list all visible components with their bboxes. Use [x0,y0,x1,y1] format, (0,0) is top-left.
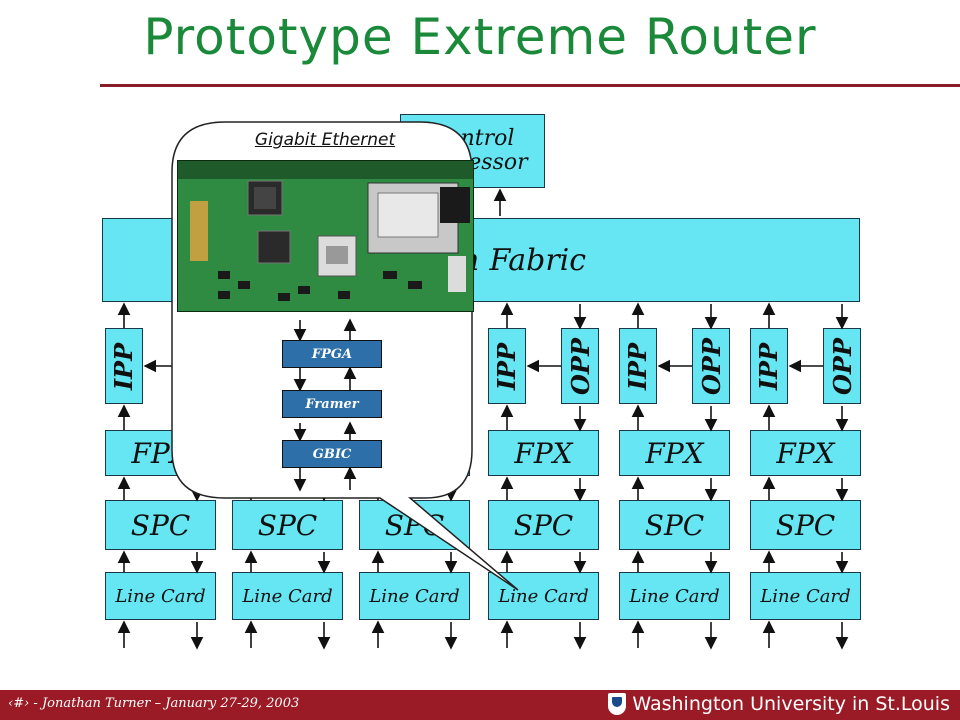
university-logo: Washington University in St.Louis [608,693,950,715]
spc-box-2: SPC [232,500,343,550]
fpga-chip: FPGA [282,340,382,368]
opp-box-6: OPP [823,328,861,404]
footer-bar: ‹#› - Jonathan Turner – January 27-29, 2… [0,690,960,720]
fpx-box-6: FPX [750,430,861,476]
ipp-box-4: IPP [488,328,526,404]
line-card-box-3-label: Line Card [369,585,460,607]
line-card-box-5-label: Line Card [629,585,720,607]
footer-text: ‹#› - Jonathan Turner – January 27-29, 2… [8,696,300,711]
ipp-box-1: IPP [105,328,143,404]
page-title: Prototype Extreme Router [143,8,817,66]
line-card-box-2: Line Card [232,572,343,620]
fpx-box-4-label: FPX [514,436,573,470]
spc-box-4-label: SPC [513,508,574,542]
spc-box-6-label: SPC [775,508,836,542]
gigabit-ethernet-board-photo [177,160,474,312]
fpx-box-5-label: FPX [645,436,704,470]
fpx-box-6-label: FPX [776,436,835,470]
university-name: Washington University in St.Louis [632,693,950,715]
line-card-box-6-label: Line Card [760,585,851,607]
spc-box-6: SPC [750,500,861,550]
spc-box-5-label: SPC [644,508,705,542]
opp-box-5: OPP [692,328,730,404]
opp-box-4: OPP [561,328,599,404]
fpx-box-5: FPX [619,430,730,476]
fpx-box-4: FPX [488,430,599,476]
line-card-box-2-label: Line Card [242,585,333,607]
ipp-box-5: IPP [619,328,657,404]
callout-title: Gigabit Ethernet [254,130,396,150]
line-card-box-6: Line Card [750,572,861,620]
framer-chip: Framer [282,390,382,418]
spc-box-1-label: SPC [130,508,191,542]
ipp-box-6: IPP [750,328,788,404]
shield-icon [608,693,627,715]
board-illustration [178,161,473,311]
line-card-box-5: Line Card [619,572,730,620]
spc-box-5: SPC [619,500,730,550]
line-card-box-4-label: Line Card [498,585,589,607]
spc-box-2-label: SPC [257,508,318,542]
gbic-chip: GBIC [282,440,382,468]
line-card-box-1: Line Card [105,572,216,620]
title-rule [100,84,960,87]
spc-box-1: SPC [105,500,216,550]
line-card-box-3: Line Card [359,572,470,620]
spc-box-4: SPC [488,500,599,550]
line-card-box-1-label: Line Card [115,585,206,607]
